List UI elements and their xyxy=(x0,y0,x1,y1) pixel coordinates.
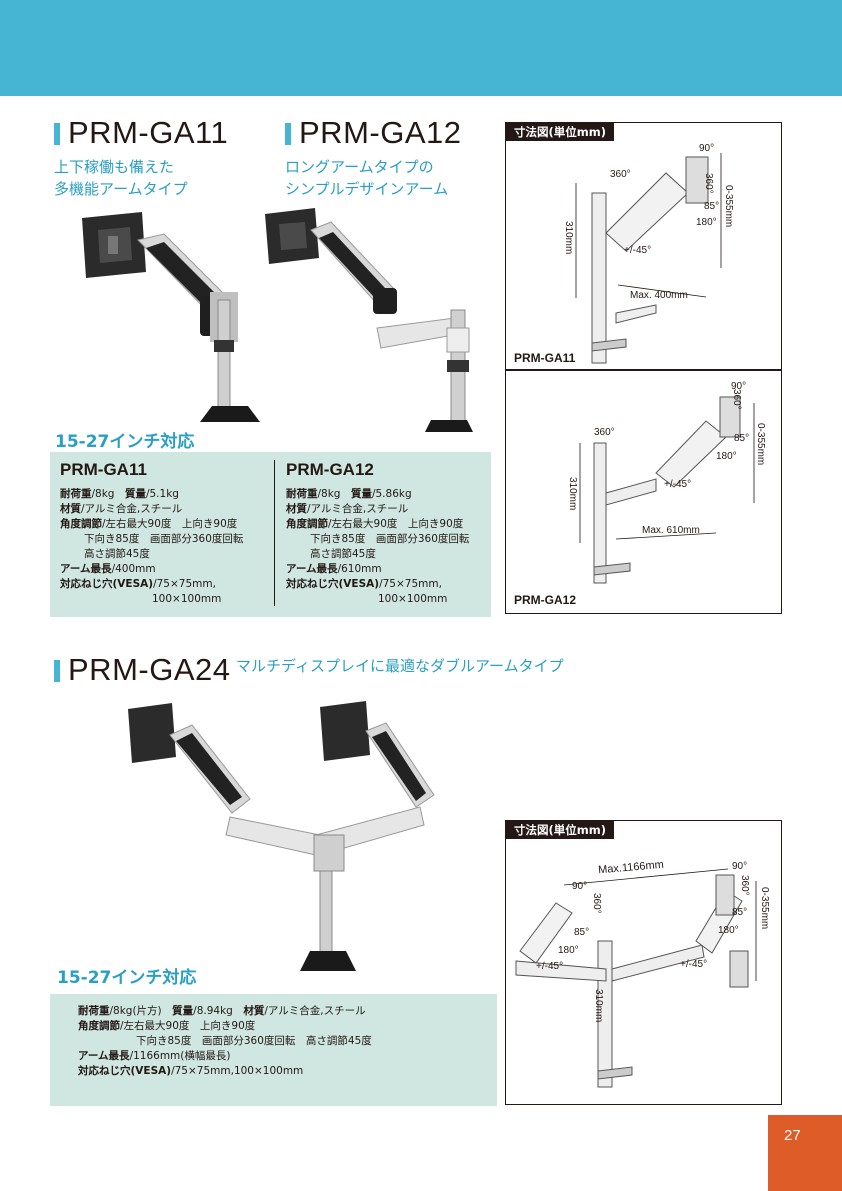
spec-box-ga24: 耐荷重/8kg(片方) 質量/8.94kg 材質/アルミ合金,スチール 角度調節… xyxy=(50,994,497,1106)
dim-label: 0-355mm xyxy=(723,185,734,227)
product-image-ga24 xyxy=(128,701,435,971)
spec-line: 対応ねじ穴(VESA)/75×75mm, xyxy=(286,578,442,590)
dim-label: 310mm xyxy=(563,221,574,254)
spec-line: 対応ねじ穴(VESA)/75×75mm,100×100mm xyxy=(78,1065,304,1077)
product-title-ga24: PRM-GA24 xyxy=(68,652,231,687)
spec-line: 対応ねじ穴(VESA)/75×75mm, xyxy=(60,578,216,590)
spec-box-ga11-ga12: PRM-GA11 耐荷重/8kg 質量/5.1kg 材質/アルミ合金,スチール … xyxy=(50,452,491,617)
dimension-drawing-ga11: 90° 360° 360° 85° 180° +/-45° 310mm 0-35… xyxy=(563,143,734,364)
header-band xyxy=(0,0,842,96)
spec-line: 耐荷重/8kg(片方) 質量/8.94kg 材質/アルミ合金,スチール xyxy=(78,1005,366,1017)
dim-label: Max.1166mm xyxy=(598,859,665,877)
dim-label: +/-45° xyxy=(664,479,691,490)
spec-line: 材質/アルミ合金,スチール xyxy=(286,503,409,515)
dim-label: 0-355mm xyxy=(755,423,766,465)
spec-line: 下向き85度 画面部分360度回転 xyxy=(84,533,244,545)
size-compatibility-note: 15-27インチ対応 xyxy=(57,968,197,988)
dimension-diagram-ga11-ga12: 寸法図(単位mm) 90° 360° 360° 85° 180° +/-45° … xyxy=(505,122,782,614)
dimension-drawing-ga12: 90° 360° 360° 85° 180° +/-45° 310mm 0-35… xyxy=(567,381,766,584)
spec-list-ga12: 耐荷重/8kg 質量/5.86kg 材質/アルミ合金,スチール 角度調節/左右最… xyxy=(286,487,469,607)
product-subtitle-ga11-line2: 多機能アームタイプ xyxy=(54,180,188,198)
product-image-ga11 xyxy=(82,212,260,422)
dimension-diagram-ga24: 寸法図(単位mm) Max.1166mm 90° 360° 85° 180° +… xyxy=(505,820,782,1105)
dim-label: 85° xyxy=(734,433,749,444)
dim-label: 180° xyxy=(558,945,579,956)
dim-label: 360° xyxy=(610,169,631,180)
dim-label: +/-45° xyxy=(680,959,707,970)
dim-label: 180° xyxy=(696,217,717,228)
dim-label: Max. 400mm xyxy=(630,290,688,301)
spec-line: 角度調節/左右最大90度 上向き90度 xyxy=(60,518,238,530)
spec-line: アーム最長/610mm xyxy=(286,563,382,575)
product-subtitle-ga12-line2: シンプルデザインアーム xyxy=(285,180,449,198)
dim-label: 85° xyxy=(732,907,747,918)
dim-label: 310mm xyxy=(593,989,604,1022)
spec-line: 角度調節/左右最大90度 上向き90度 xyxy=(78,1020,256,1032)
diagram-label-ga12: PRM-GA12 xyxy=(514,593,577,607)
title-marker xyxy=(54,123,60,145)
divider xyxy=(506,369,781,371)
spec-heading-ga11: PRM-GA11 xyxy=(60,460,147,479)
spec-line: 耐荷重/8kg 質量/5.1kg xyxy=(60,488,179,500)
dimension-drawing-ga24: Max.1166mm 90° 360° 85° 180° +/-45° 90° … xyxy=(515,859,770,1088)
spec-line: 耐荷重/8kg 質量/5.86kg xyxy=(286,488,412,500)
title-marker xyxy=(285,123,291,145)
dim-label: 85° xyxy=(704,201,719,212)
product-subtitle-ga12-line1: ロングアームタイプの xyxy=(285,158,434,176)
spec-line: 材質/アルミ合金,スチール xyxy=(60,503,183,515)
title-marker xyxy=(54,660,60,682)
dim-label: 90° xyxy=(732,861,747,872)
dim-label: 360° xyxy=(739,875,750,896)
spec-line: 下向き85度 画面部分360度回転 高さ調節45度 xyxy=(136,1035,372,1047)
dim-label: 85° xyxy=(574,927,589,938)
dim-label: 180° xyxy=(718,925,739,936)
dimension-tag: 寸法図(単位mm) xyxy=(506,821,614,839)
page-number-tab: 27 xyxy=(768,1115,842,1191)
page-number: 27 xyxy=(784,1127,801,1144)
spec-line: 100×100mm xyxy=(152,593,222,605)
dim-label: +/-45° xyxy=(536,961,563,972)
dimension-tag: 寸法図(単位mm) xyxy=(506,123,614,141)
product-image-ga12 xyxy=(265,208,473,432)
dim-label: 0-355mm xyxy=(759,887,770,929)
product-title-ga11: PRM-GA11 xyxy=(68,115,229,150)
dim-label: 90° xyxy=(699,143,714,154)
spec-line: 100×100mm xyxy=(378,593,448,605)
spec-list-ga11: 耐荷重/8kg 質量/5.1kg 材質/アルミ合金,スチール 角度調節/左右最大… xyxy=(60,487,243,607)
dim-label: 310mm xyxy=(567,477,578,510)
spec-line: 下向き85度 画面部分360度回転 xyxy=(310,533,470,545)
dim-label: 90° xyxy=(572,881,587,892)
spec-line: 高さ調節45度 xyxy=(84,548,150,560)
diagram-label-ga11: PRM-GA11 xyxy=(514,351,576,365)
dim-label: 180° xyxy=(716,451,737,462)
dim-label: +/-45° xyxy=(624,245,651,256)
product-title-ga12: PRM-GA12 xyxy=(299,115,462,150)
dim-label: 90° xyxy=(731,381,746,392)
dim-label: 360° xyxy=(731,389,742,410)
dim-label: 360° xyxy=(703,173,714,194)
spec-line: 高さ調節45度 xyxy=(310,548,376,560)
spec-line: 角度調節/左右最大90度 上向き90度 xyxy=(286,518,464,530)
size-compatibility-note: 15-27インチ対応 xyxy=(55,432,195,452)
dim-label: Max. 610mm xyxy=(642,525,700,536)
dim-label: 360° xyxy=(591,893,602,914)
spec-list-ga24: 耐荷重/8kg(片方) 質量/8.94kg 材質/アルミ合金,スチール 角度調節… xyxy=(78,1004,372,1079)
divider xyxy=(274,460,275,606)
dim-label: 360° xyxy=(594,427,615,438)
spec-line: アーム最長/400mm xyxy=(60,563,156,575)
product-subtitle-ga11-line1: 上下稼働も備えた xyxy=(54,158,175,176)
spec-line: アーム最長/1166mm(横幅最長) xyxy=(78,1050,231,1062)
product-subtitle-ga24: マルチディスプレイに最適なダブルアームタイプ xyxy=(236,657,564,675)
spec-heading-ga12: PRM-GA12 xyxy=(286,460,374,479)
